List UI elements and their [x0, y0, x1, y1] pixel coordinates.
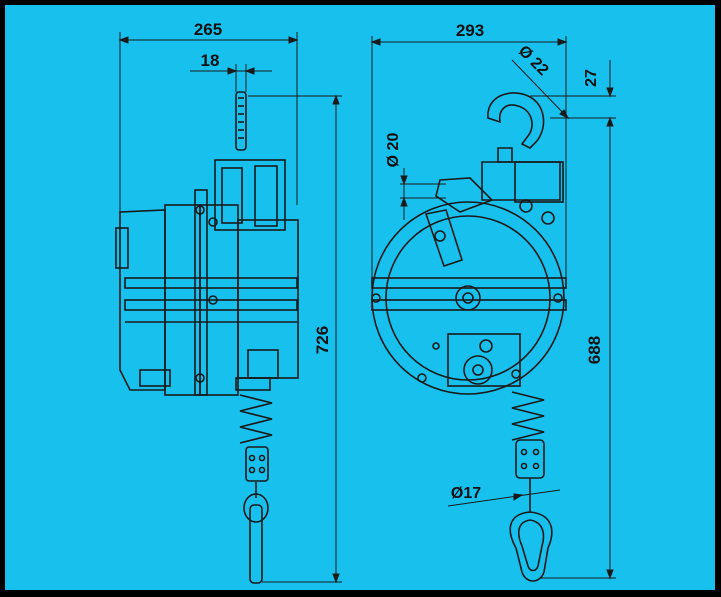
cable-diameter-label: Ø17 [451, 485, 481, 502]
hook-offset-label: 27 [583, 69, 600, 87]
front-width-label: 293 [456, 21, 484, 40]
drawing-canvas: 265 18 726 [5, 5, 715, 590]
side-view-dimensions [118, 32, 342, 584]
side-offset-label: 18 [201, 51, 220, 70]
drawing-background [5, 5, 715, 590]
front-view [371, 92, 567, 582]
side-height-label: 726 [313, 326, 332, 354]
side-view [115, 91, 299, 584]
technical-drawing: 265 18 726 [5, 5, 715, 590]
front-height-label: 688 [585, 336, 604, 364]
side-width-label: 265 [194, 20, 222, 39]
eye-diameter-label: Ø 20 [385, 133, 402, 168]
front-view-dimensions [370, 36, 616, 580]
